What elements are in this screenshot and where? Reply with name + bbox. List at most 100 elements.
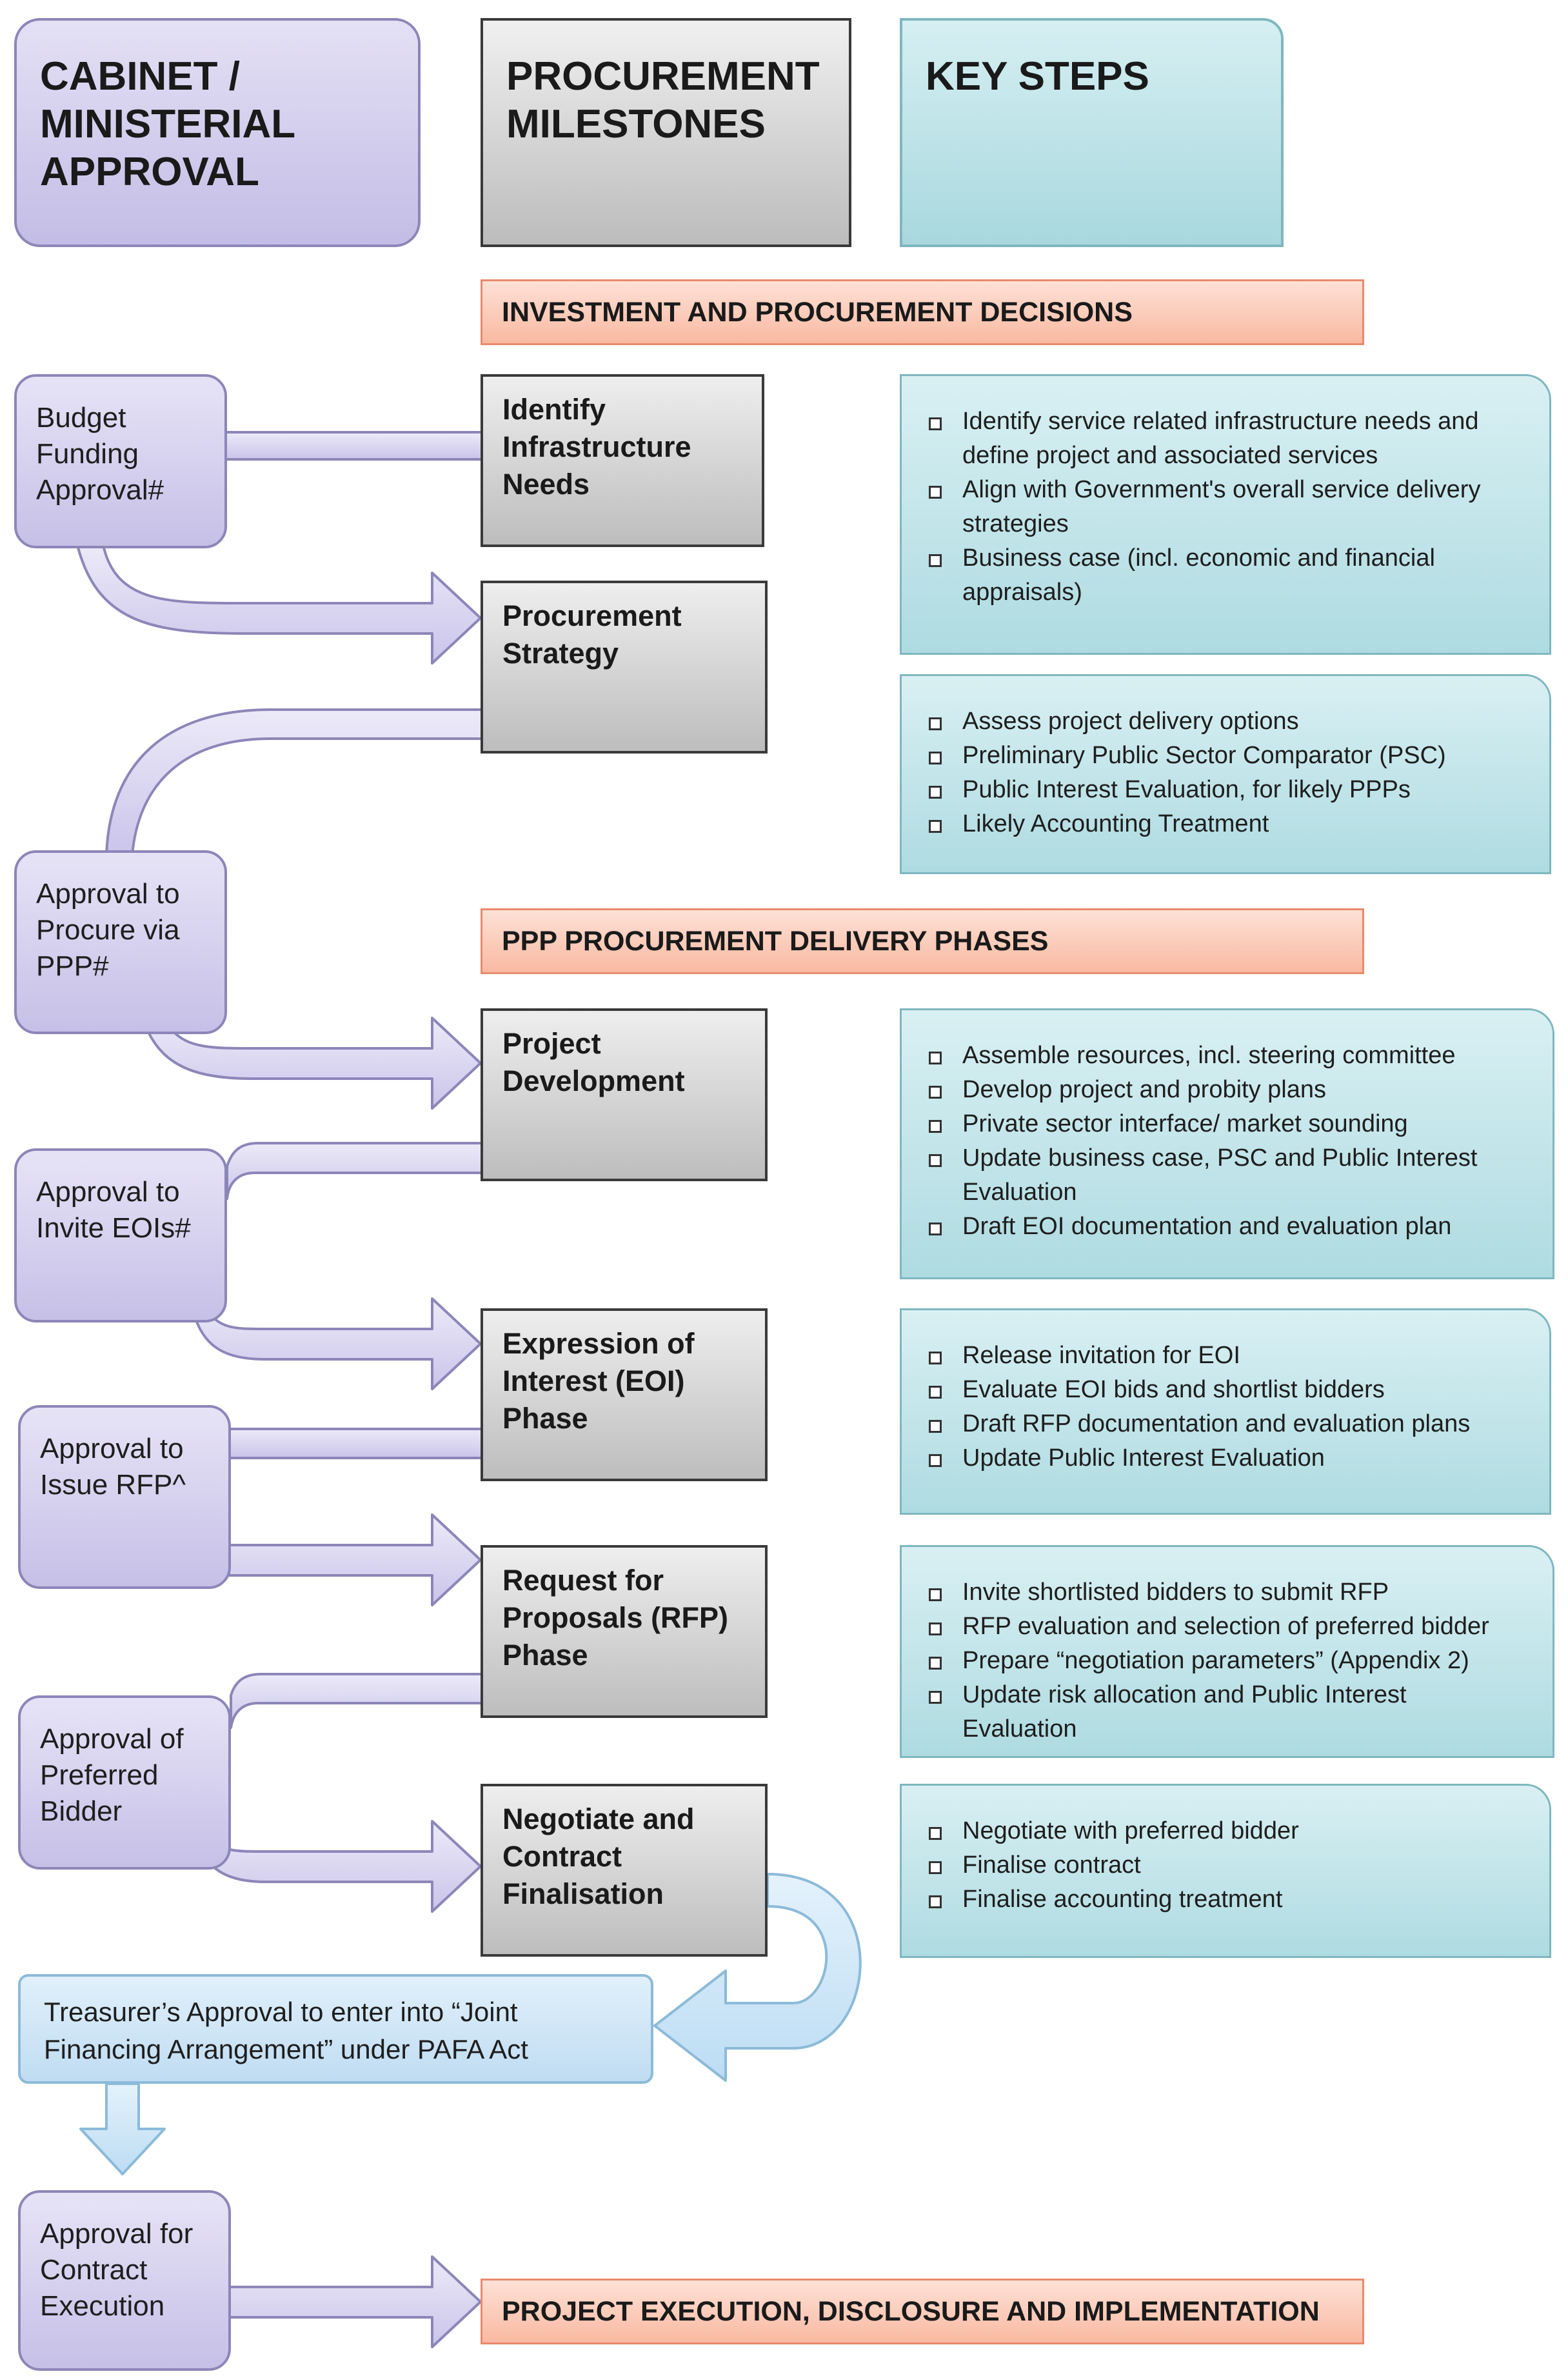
- connector-budget-to-identify: [224, 431, 485, 461]
- header-cabinet-line-1: CABINET /: [40, 54, 240, 99]
- milestone-eoi-phase: Expression of Interest (EOI) Phase: [481, 1308, 768, 1481]
- key-step-item: Update Public Interest Evaluation: [921, 1441, 1523, 1475]
- banner-project-execution: PROJECT EXECUTION, DISCLOSURE AND IMPLEM…: [481, 2279, 1364, 2344]
- treasurer-approval-line-2: Financing Arrangement” under PAFA Act: [44, 2034, 528, 2064]
- milestone-eoi-line-1: Expression of: [502, 1327, 695, 1360]
- key-step-item: Update risk allocation and Public Intere…: [921, 1678, 1527, 1746]
- connector-strategy-to-procure: [105, 708, 485, 856]
- key-step-item: Draft RFP documentation and evaluation p…: [921, 1407, 1523, 1441]
- approval-eoi-line-1: Approval to: [36, 1176, 180, 1208]
- key-steps-rfp-list: Invite shortlisted bidders to submit RFP…: [921, 1575, 1527, 1746]
- approval-rfp-line-1: Approval to: [40, 1433, 184, 1464]
- approval-execution-line-2: Contract: [40, 2254, 148, 2286]
- key-step-item: Draft EOI documentation and evaluation p…: [921, 1210, 1527, 1244]
- approval-budget-line-3: Approval#: [36, 474, 164, 506]
- milestone-procurement-strategy: Procurement Strategy: [481, 581, 768, 754]
- key-step-item: Prepare “negotiation parameters” (Append…: [921, 1644, 1527, 1678]
- header-key-steps: KEY STEPS: [900, 18, 1284, 247]
- milestone-development-line-1: Project: [502, 1027, 601, 1060]
- milestone-identify-needs: Identify Infrastructure Needs: [481, 374, 764, 547]
- connector-eoi-to-rfp-approval: [228, 1428, 485, 1459]
- header-procurement-line-2: MILESTONES: [506, 102, 766, 146]
- milestone-negotiate-finalisation: Negotiate and Contract Finalisation: [481, 1784, 768, 1957]
- key-step-item: Align with Government's overall service …: [921, 473, 1523, 541]
- milestone-negotiate-line-2: Contract: [502, 1840, 622, 1873]
- header-cabinet-line-3: APPROVAL: [40, 150, 259, 194]
- milestone-identify-line-2: Infrastructure: [502, 430, 691, 463]
- key-step-item: Assess project delivery options: [921, 704, 1523, 739]
- milestone-eoi-line-2: Interest (EOI): [502, 1364, 685, 1397]
- key-step-item: Release invitation for EOI: [921, 1339, 1523, 1373]
- key-steps-eoi-list: Release invitation for EOI Evaluate EOI …: [921, 1339, 1523, 1475]
- key-steps-rfp: Invite shortlisted bidders to submit RFP…: [900, 1545, 1554, 1758]
- connector-rfp-to-bidder-approval: [230, 1673, 485, 1729]
- key-steps-negotiate-list: Negotiate with preferred bidder Finalise…: [921, 1814, 1523, 1917]
- approval-procure-line-2: Procure via: [36, 914, 180, 946]
- key-step-item: Likely Accounting Treatment: [921, 807, 1523, 841]
- key-steps-negotiate: Negotiate with preferred bidder Finalise…: [900, 1784, 1551, 1958]
- milestone-identify-line-1: Identify: [502, 393, 606, 426]
- approval-eoi-line-2: Invite EOIs#: [36, 1212, 191, 1244]
- approval-procure-via-ppp: Approval to Procure via PPP#: [14, 850, 227, 1034]
- header-procurement-milestones: PROCUREMENT MILESTONES: [481, 18, 851, 247]
- key-step-item: Preliminary Public Sector Comparator (PS…: [921, 739, 1523, 773]
- key-step-item: Update business case, PSC and Public Int…: [921, 1141, 1527, 1210]
- connector-execution-approval-to-banner: [226, 2255, 482, 2348]
- header-cabinet-line-2: MINISTERIAL: [40, 102, 296, 146]
- connector-budget-to-strategy: [76, 544, 482, 664]
- banner-ppp-delivery-phases: PPP PROCUREMENT DELIVERY PHASES: [481, 908, 1364, 974]
- milestone-rfp-line-2: Proposals (RFP): [502, 1601, 729, 1634]
- approval-budget-funding: Budget Funding Approval#: [14, 374, 227, 548]
- key-steps-strategy-list: Assess project delivery options Prelimin…: [921, 704, 1523, 841]
- key-step-item: Assemble resources, incl. steering commi…: [921, 1039, 1527, 1073]
- header-key-steps-line-1: KEY STEPS: [926, 54, 1149, 99]
- milestone-strategy-line-2: Strategy: [502, 637, 619, 670]
- approval-bidder-line-2: Preferred: [40, 1759, 159, 1791]
- approval-invite-eois: Approval to Invite EOIs#: [14, 1148, 227, 1323]
- approval-rfp-line-2: Issue RFP^: [40, 1469, 186, 1501]
- milestone-strategy-line-1: Procurement: [502, 599, 682, 632]
- approval-execution-line-1: Approval for: [40, 2218, 194, 2250]
- key-step-item: Business case (incl. economic and financ…: [921, 541, 1523, 610]
- connector-bidder-approval-to-negotiate: [195, 1820, 482, 1913]
- approval-execution-line-3: Execution: [40, 2290, 165, 2322]
- key-steps-eoi: Release invitation for EOI Evaluate EOI …: [900, 1308, 1551, 1515]
- treasurer-approval-line-1: Treasurer’s Approval to enter into “Join…: [44, 1997, 518, 2027]
- key-step-item: Evaluate EOI bids and shortlist bidders: [921, 1373, 1523, 1407]
- approval-preferred-bidder: Approval of Preferred Bidder: [18, 1695, 231, 1870]
- key-step-item: RFP evaluation and selection of preferre…: [921, 1610, 1527, 1644]
- milestone-rfp-line-1: Request for: [502, 1564, 664, 1597]
- header-procurement-line-1: PROCUREMENT: [506, 54, 820, 99]
- key-steps-development: Assemble resources, incl. steering commi…: [900, 1008, 1554, 1279]
- treasurer-approval: Treasurer’s Approval to enter into “Join…: [18, 1974, 653, 2084]
- approval-contract-execution: Approval for Contract Execution: [18, 2190, 231, 2371]
- milestone-negotiate-line-3: Finalisation: [502, 1877, 664, 1910]
- approval-budget-line-2: Funding: [36, 438, 139, 470]
- milestone-rfp-line-3: Phase: [502, 1639, 588, 1672]
- milestone-development-line-2: Development: [502, 1064, 685, 1097]
- approval-issue-rfp: Approval to Issue RFP^: [18, 1405, 231, 1589]
- connector-treasurer-to-execution-approval: [79, 2082, 166, 2175]
- approval-procure-line-3: PPP#: [36, 950, 109, 982]
- milestone-negotiate-line-1: Negotiate and: [502, 1802, 695, 1835]
- key-step-item: Invite shortlisted bidders to submit RFP: [921, 1575, 1527, 1610]
- key-steps-development-list: Assemble resources, incl. steering commi…: [921, 1039, 1527, 1244]
- key-step-item: Develop project and probity plans: [921, 1073, 1527, 1107]
- approval-bidder-line-3: Bidder: [40, 1795, 123, 1827]
- key-step-item: Finalise contract: [921, 1848, 1523, 1882]
- milestone-project-development: Project Development: [481, 1008, 768, 1181]
- key-steps-identify: Identify service related infrastructure …: [900, 374, 1551, 655]
- key-step-item: Private sector interface/ market soundin…: [921, 1107, 1527, 1141]
- banner-investment-decisions: INVESTMENT AND PROCUREMENT DECISIONS: [481, 279, 1364, 345]
- key-step-item: Finalise accounting treatment: [921, 1882, 1523, 1917]
- approval-budget-line-1: Budget: [36, 402, 126, 434]
- header-cabinet-approval: CABINET / MINISTERIAL APPROVAL: [14, 18, 421, 247]
- approval-bidder-line-1: Approval of: [40, 1723, 184, 1755]
- milestone-identify-line-3: Needs: [502, 468, 590, 501]
- key-step-item: Identify service related infrastructure …: [921, 404, 1523, 473]
- key-step-item: Public Interest Evaluation, for likely P…: [921, 773, 1523, 807]
- approval-procure-line-1: Approval to: [36, 878, 180, 910]
- connector-negotiate-to-treasurer: [653, 1873, 862, 2082]
- connector-rfp-approval-to-rfp: [228, 1513, 482, 1606]
- milestone-eoi-line-3: Phase: [502, 1402, 588, 1435]
